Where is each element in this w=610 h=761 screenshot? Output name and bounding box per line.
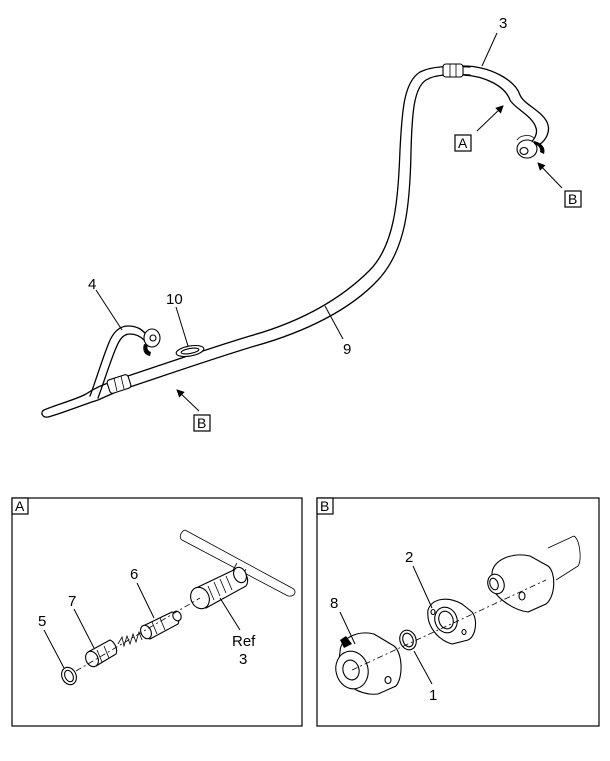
callout-8: 8 <box>330 595 338 612</box>
detail-a-panel: A <box>11 497 303 727</box>
callout-10: 10 <box>166 291 183 308</box>
callout-3: 3 <box>499 15 507 32</box>
callout-4: 4 <box>88 276 96 293</box>
callout-5: 5 <box>38 613 46 630</box>
callout-7: 7 <box>68 593 76 610</box>
detail-b-label: B <box>320 498 329 514</box>
callout-ref: Ref <box>232 633 256 650</box>
view-ref-b-left-letter: B <box>197 415 206 431</box>
callout-1: 1 <box>429 687 437 704</box>
callout-6: 6 <box>130 566 138 583</box>
view-ref-a-letter: A <box>458 135 468 151</box>
view-ref-b-letter: B <box>568 191 577 207</box>
tube-assembly <box>41 63 550 418</box>
detail-a-label: A <box>15 498 25 514</box>
view-ref-b-top: B <box>564 190 582 208</box>
view-arrows <box>176 105 563 412</box>
callout-ref-3: 3 <box>239 651 247 668</box>
main-leaders <box>95 32 498 347</box>
callout-2: 2 <box>405 549 413 566</box>
view-ref-a-top: A <box>454 134 472 152</box>
view-ref-b-left: B <box>193 414 211 432</box>
callout-9: 9 <box>343 341 351 358</box>
detail-b-panel: B <box>316 497 600 727</box>
